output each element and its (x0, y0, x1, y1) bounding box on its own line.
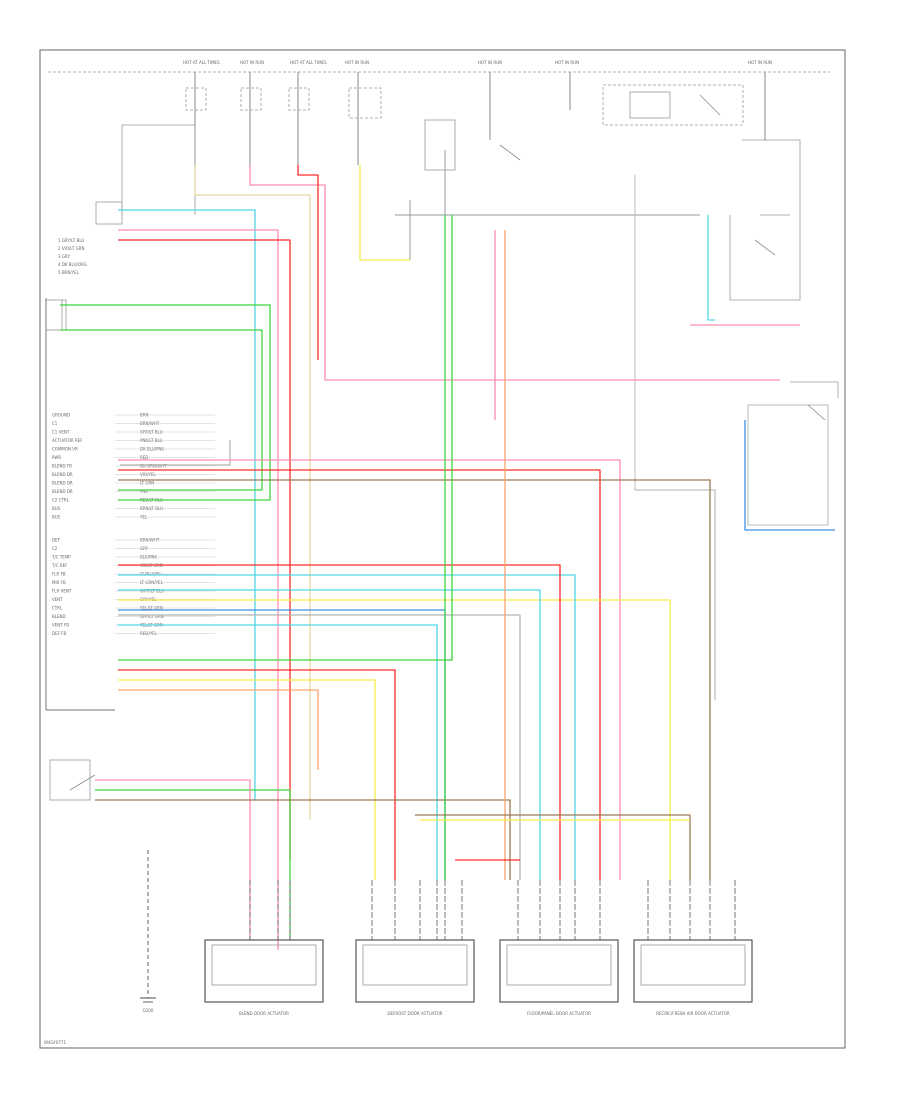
wire-5 (249, 165, 780, 381)
actuator-label-defrost: DEFROST DOOR ACTUATOR (387, 1011, 442, 1016)
module-pin-label-2: C1 (52, 421, 58, 426)
fuse-label-7: HOT IN RUN (748, 60, 772, 65)
wire-19 (118, 624, 438, 880)
module-pin-label-17: T/C REF (51, 563, 68, 568)
wire-22 (118, 679, 376, 880)
wire-25 (95, 779, 251, 940)
wire-12 (118, 479, 711, 880)
actuator-box-1 (204, 939, 324, 1003)
module-pin-label-18: FLR FB (52, 572, 66, 577)
wire-31 (415, 814, 691, 880)
wire-15 (118, 564, 561, 880)
upper-bus (121, 119, 801, 700)
wire-4 (118, 239, 291, 860)
fuse-label-2: HOT IN RUN (240, 60, 264, 65)
left-connector-labels: 1 GRY/LT BLU 2 VIO/LT GRN 3 GRY 4 DK BLU… (58, 238, 87, 275)
module-pin-label-25: DEF FB (52, 631, 66, 636)
module-pin-label-12: BUS (52, 506, 61, 511)
module-pin-label-23: BLEND (52, 614, 66, 619)
wire-23 (118, 689, 319, 770)
ground-label: G100 (143, 1008, 154, 1013)
module-pin-label-16: T/C TEMP (51, 555, 71, 560)
module-pin-label-14: DEF (52, 538, 61, 543)
wire-21 (118, 669, 396, 880)
wire-13 (118, 599, 671, 880)
module-pin-label-4: ACTUATOR REF (52, 438, 83, 443)
wires (60, 165, 835, 950)
module-pin-label-21: VENT (52, 597, 63, 602)
wire-11 (118, 459, 621, 880)
wire-17 (118, 614, 521, 880)
left-label-4: 4 DK BLU/ORG (58, 262, 87, 267)
wire-18 (118, 609, 446, 880)
module-pin-label-22: CTRL (52, 606, 63, 611)
module-pin-label-6: PWR (52, 455, 61, 460)
fuse-label-6: HOT IN RUN (555, 60, 579, 65)
left-label-5: 5 BRN/YEL (58, 270, 80, 275)
ground: G100 (140, 850, 156, 1013)
module-pin-label-11: C2 CTRL (52, 498, 70, 503)
fuse-labels: HOT AT ALL TIMES HOT IN RUN HOT AT ALL T… (183, 60, 772, 65)
left-label-3: 3 GRY (58, 254, 70, 259)
module-pin-label-13: BUS (52, 515, 61, 520)
wire-29 (359, 165, 410, 261)
fuse-label-5: HOT IN RUN (478, 60, 502, 65)
wire-6 (297, 165, 319, 360)
wire-7 (60, 304, 271, 501)
module-pin-label-7: BLEND FB (52, 464, 72, 469)
wire-2 (118, 209, 256, 800)
wire-16 (118, 589, 541, 880)
wire-33 (744, 420, 835, 531)
wire-26 (95, 799, 511, 880)
left-label-1: 1 GRY/LT BLU (58, 238, 84, 243)
actuators (204, 939, 753, 1003)
actuator-label-floor: FLOOR/PANEL DOOR ACTUATOR (527, 1011, 591, 1016)
fuse-boxes (185, 84, 744, 126)
module-pin-label-9: BLEND DR (52, 481, 73, 486)
actuator-labels: BLEND DOOR ACTUATOR DEFROST DOOR ACTUATO… (239, 1011, 730, 1016)
actuator-box-3 (499, 939, 619, 1003)
outer-frame (39, 49, 846, 1049)
module-pin-label-20: FLR VENT (52, 589, 72, 594)
module-pin-label-10: BLEND DR (52, 489, 73, 494)
module-pin-label-8: BLEND DR (52, 472, 73, 477)
wire-8 (60, 329, 263, 491)
module-pin-label-19: MIX FB (52, 580, 66, 585)
module-pin-label-3: C1 VENT (52, 430, 70, 435)
module-pin-label-1: GROUND (52, 413, 70, 418)
top-fuse-stubs (194, 72, 766, 165)
wire-10 (118, 469, 601, 880)
fuse-label-1: HOT AT ALL TIMES (183, 60, 220, 65)
module-pin-label-24: VENT FB (52, 623, 69, 628)
right-switch (690, 324, 839, 526)
wire-14 (118, 574, 576, 880)
wire-24 (95, 789, 291, 940)
wire-9 (120, 440, 231, 466)
module-pin-label-5: COMMON VR (52, 447, 78, 452)
module-pin-label-15: C2 (52, 546, 58, 551)
wire-1 (194, 165, 311, 820)
wire-20 (118, 215, 453, 661)
actuator-box-2 (355, 939, 475, 1003)
fuse-label-4: HOT IN RUN (345, 60, 369, 65)
actuator-label-blend: BLEND DOOR ACTUATOR (239, 1011, 289, 1016)
left-connectors (45, 201, 123, 801)
actuator-label-recirc: RECIRC/FRESH AIR DOOR ACTUATOR (656, 1011, 730, 1016)
actuator-box-4 (633, 939, 753, 1003)
fuse-label-3: HOT AT ALL TIMES (290, 60, 327, 65)
left-label-2: 2 VIO/LT GRN (58, 246, 85, 251)
wire-34 (707, 215, 715, 321)
diagram-code: W4GY0771 (44, 1040, 66, 1045)
wire-3 (118, 229, 279, 950)
